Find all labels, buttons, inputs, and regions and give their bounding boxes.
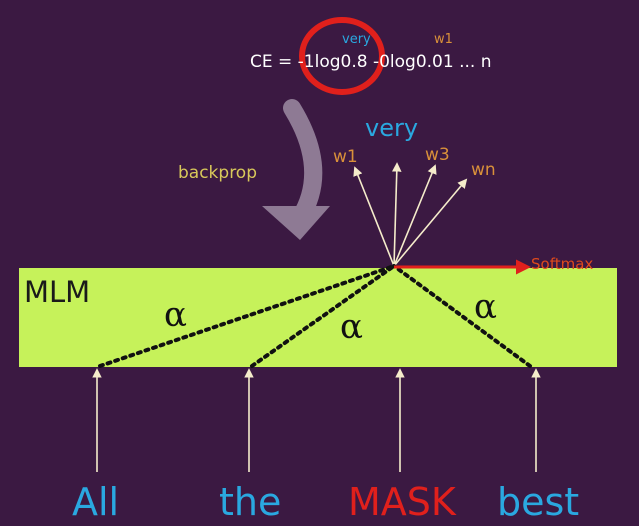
output-arrow-w3 [393, 164, 437, 267]
alpha-label-right: α [474, 287, 497, 327]
output-arrow-very [391, 162, 402, 267]
output-label-wn: wn [471, 160, 496, 180]
token-best: best [497, 480, 580, 524]
attention-line-best [392, 264, 532, 368]
formula-label-w1: w1 [434, 32, 453, 47]
softmax-label: Softmax [531, 255, 594, 273]
backprop-arrowhead [262, 206, 330, 240]
token-all: All [72, 480, 120, 524]
output-label-w3: w3 [425, 145, 450, 165]
backprop-label: backprop [178, 163, 257, 183]
cross-entropy-formula: CE = -1log0.8 -0log0.01 ... n [250, 52, 492, 72]
output-label-w1: w1 [333, 147, 358, 167]
output-arrow-w1 [353, 166, 395, 267]
highlight-circle [299, 17, 385, 95]
alpha-label-left: α [164, 295, 187, 335]
attention-line-all [98, 264, 396, 368]
alpha-label-middle: α [340, 307, 363, 347]
output-label-very: very [365, 114, 419, 142]
token-the: the [219, 480, 282, 524]
attention-line-the [250, 264, 396, 368]
model-label: MLM [24, 275, 91, 309]
token-mask: MASK [348, 480, 456, 524]
output-arrow-wn [393, 178, 468, 267]
formula-label-very: very [342, 32, 371, 47]
